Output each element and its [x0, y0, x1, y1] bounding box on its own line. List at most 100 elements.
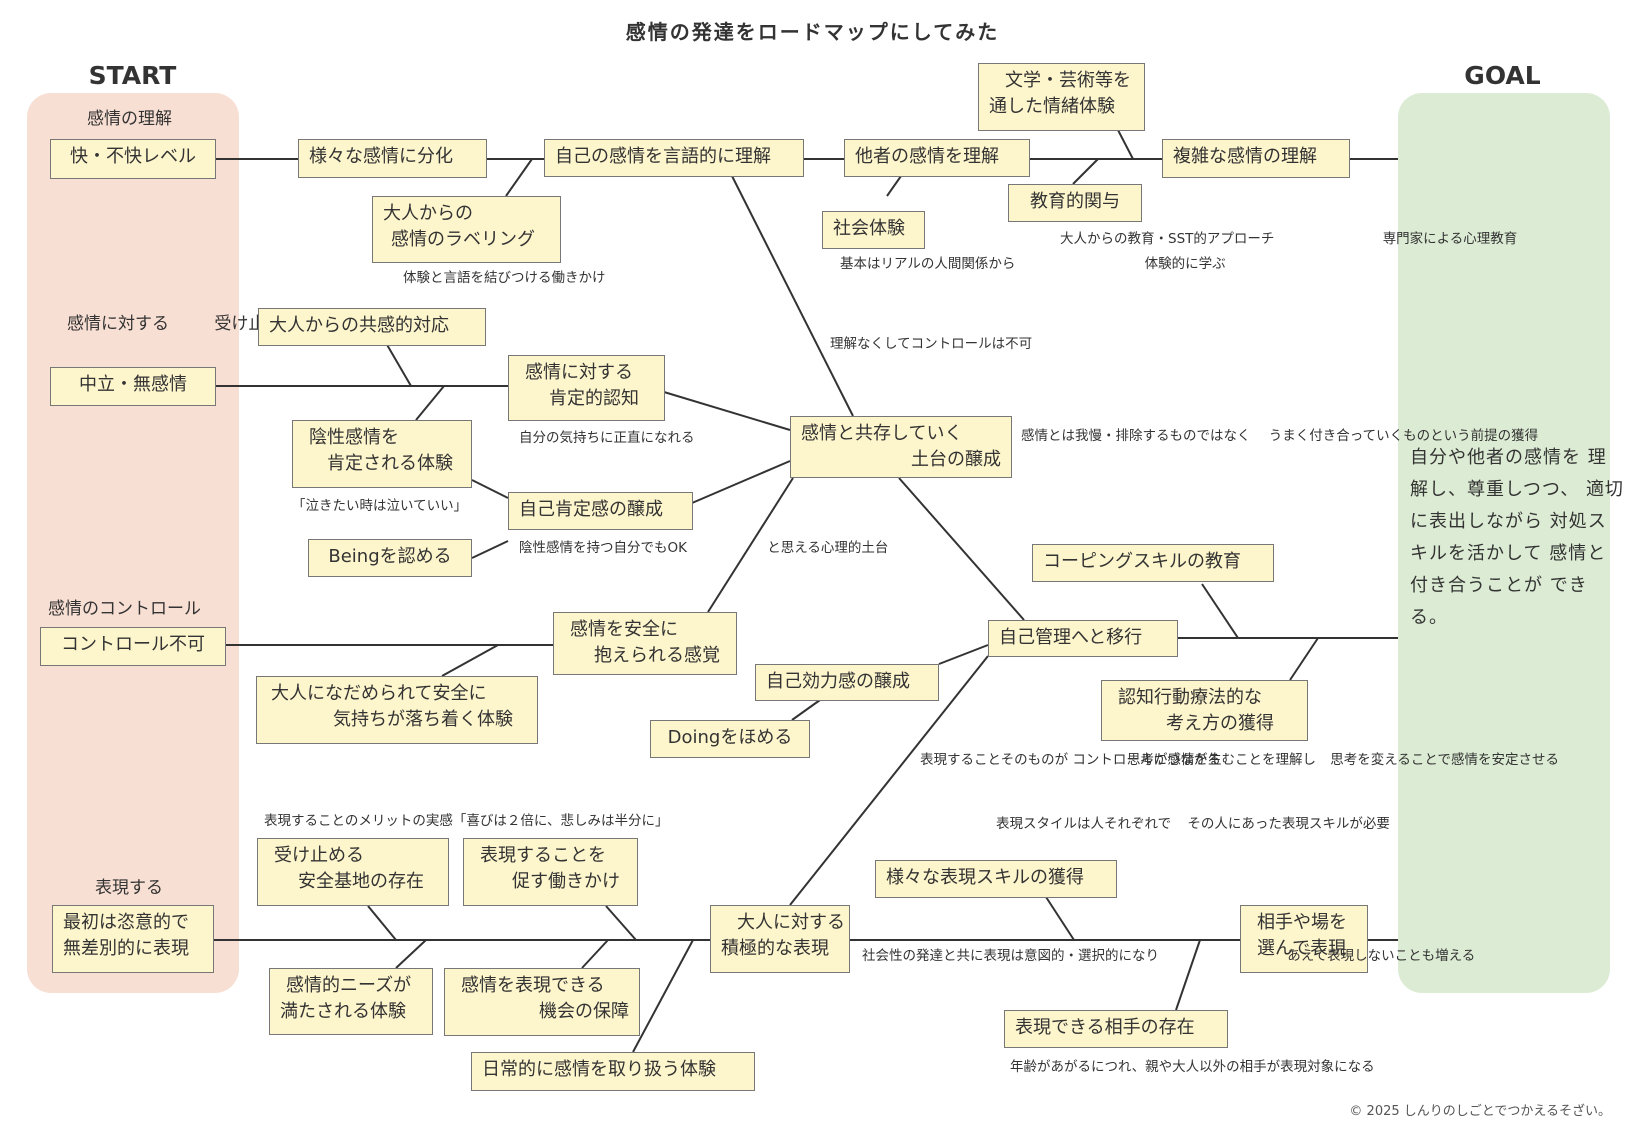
note-cbt-line2: 思考を変えることで感情を安定させる [1330, 752, 1559, 768]
box-hold-safely-line1: 感情を安全に [570, 619, 678, 640]
line-verbal-coexist [731, 175, 854, 417]
start-box-uncontrollable: コントロール不可 [40, 627, 226, 666]
box-doing: Doingをほめる [650, 720, 810, 758]
note-education-line1: 大人からの教育・SST的アプローチ [1060, 231, 1275, 247]
line-opportunity [581, 939, 609, 969]
box-soothed: 大人になだめられて安全に 気持ちが落ち着く体験 [256, 676, 538, 744]
note-social-line2: 体験的に学ぶ [1144, 256, 1226, 272]
box-differentiate: 様々な感情に分化 [298, 139, 487, 178]
line-selfmgmt-active [789, 655, 989, 906]
box-positive-recognition-line2: 肯定的認知 [549, 388, 639, 409]
box-labeling-line2: 感情のラベリング [391, 229, 535, 250]
box-cbt-line2: 考え方の獲得 [1166, 713, 1274, 734]
note-cbt-line1: 思考が感情を生むことを理解し [1127, 752, 1316, 768]
goal-label: GOAL [1464, 61, 1541, 90]
box-needs-met-line2: 満たされる体験 [280, 1001, 406, 1022]
goal-line-2: 理解し、尊重しつつ、 [1410, 447, 1607, 500]
box-negative-affirmed-line1: 陰性感情を [309, 427, 399, 448]
start-box-expression-line2: 無差別的に表現 [63, 938, 189, 959]
line-negative-selfaff [471, 479, 509, 499]
start-box-expression-line1: 最初は恣意的で [63, 912, 189, 933]
box-encourage: 表現することを 促す働きかけ [463, 838, 638, 906]
line-hold-coexist [707, 477, 794, 613]
note-education: 大人からの教育・SST的アプローチ 専門家による心理教育 [1060, 229, 1517, 249]
copyright: © 2025 しんりのしごとでつかえるそざい。 [1349, 1104, 1611, 1119]
line-cbt [1289, 637, 1319, 681]
box-hold-safely: 感情を安全に 抱えられる感覚 [553, 612, 737, 675]
box-literature: 文学・芸術等を 通した情緒体験 [978, 63, 1145, 131]
note-negative-ok: 陰性感情を持つ自分でもOK と思える心理的土台 [519, 538, 888, 558]
box-literature-line2: 通した情緒体験 [989, 96, 1115, 117]
line-daily [632, 939, 694, 1053]
note-education-line2: 専門家による心理教育 [1382, 231, 1518, 247]
box-cbt: 認知行動療法的な 考え方の獲得 [1101, 680, 1308, 741]
box-choose: 相手や場を 選んで表現 [1240, 905, 1368, 973]
box-verbal: 自己の感情を言語的に理解 [544, 139, 804, 177]
box-social: 社会体験 [822, 211, 925, 249]
box-soothed-line1: 大人になだめられて安全に [271, 683, 487, 704]
note-negative-ok-line1: 陰性感情を持つ自分でもOK [519, 540, 687, 556]
line-positive-coexist [663, 391, 791, 431]
box-active-expression: 大人に対する 積極的な表現 [710, 905, 850, 973]
note-labeling: 体験と言語を結びつける働きかけ [403, 270, 606, 286]
box-others: 他者の感情を理解 [844, 139, 1030, 177]
box-education: 教育的関与 [1008, 184, 1142, 222]
box-encourage-line2: 促す働きかけ [512, 871, 620, 892]
box-coexist: 感情と共存していく 土台の醸成 [790, 416, 1012, 478]
note-expr-control: 表現することそのものが コントロールにつながる [920, 750, 1221, 770]
line-receive-base [367, 905, 397, 941]
box-positive-recognition-line1: 感情に対する [525, 362, 633, 383]
line-negative [415, 385, 445, 421]
start-panel [27, 93, 239, 993]
box-partner: 表現できる相手の存在 [1004, 1010, 1228, 1048]
line-soothed [441, 644, 499, 677]
note-cbt: 思考が感情を生むことを理解し 思考を変えることで感情を安定させる [1127, 750, 1559, 770]
line-empathy [385, 342, 412, 387]
line-education [1072, 158, 1099, 185]
note-style-line2: その人にあった表現スキルが必要 [1187, 816, 1390, 832]
box-self-affirmation: 自己肯定感の醸成 [508, 492, 693, 530]
note-intentional-line2: あえて表現しないことも増える [1287, 948, 1476, 964]
box-active-expression-line2: 積極的な表現 [721, 938, 829, 959]
box-encourage-line1: 表現することを [480, 845, 606, 866]
box-active-expression-line1: 大人に対する [737, 912, 845, 933]
note-merit: 表現することのメリットの実感「喜びは２倍に、悲しみは半分に」 [264, 813, 669, 829]
box-hold-safely-line2: 抱えられる感覚 [594, 645, 720, 666]
box-coping: コーピングスキルの教育 [1032, 544, 1274, 582]
line-needs-met [395, 939, 427, 969]
box-negative-affirmed: 陰性感情を 肯定される体験 [292, 420, 472, 488]
box-choose-line2: 選んで表現 [1257, 938, 1347, 959]
box-positive-recognition: 感情に対する 肯定的認知 [508, 355, 665, 421]
line-efficacy [938, 644, 989, 665]
start-label: START [88, 61, 177, 90]
line-selfaff-coexist [691, 460, 791, 504]
line-doing [791, 699, 821, 721]
box-receive-base-line2: 安全基地の存在 [298, 871, 424, 892]
note-coexist-line2: うまく付き合っていくものという前提の獲得 [1268, 428, 1539, 444]
category-expression: 表現する [95, 878, 163, 898]
box-choose-line1: 相手や場を [1257, 912, 1347, 933]
box-receive-base: 受け止める 安全基地の存在 [257, 838, 449, 906]
note-social-line1: 基本はリアルの人間関係から [840, 256, 1016, 272]
goal-line-3: 適切に表出しながら [1410, 479, 1624, 532]
note-intentional: 社会性の発達と共に表現は意図的・選択的になり あえて表現しないことも増える [862, 946, 1475, 966]
box-skills: 様々な表現スキルの獲得 [875, 860, 1117, 898]
goal-line-5: 感情と付き合うことが [1410, 543, 1607, 596]
start-box-expression: 最初は恣意的で 無差別的に表現 [52, 905, 214, 973]
box-being: Beingを認める [308, 539, 472, 577]
note-social: 基本はリアルの人間関係から 体験的に学ぶ [840, 254, 1226, 274]
line-being-selfaff [471, 540, 509, 559]
box-self-management: 自己管理へと移行 [988, 620, 1178, 657]
line-skills [1045, 896, 1075, 941]
category-control: 感情のコントロール [48, 599, 201, 619]
line-partner [1175, 939, 1201, 1011]
goal-line-4: 対処スキルを活かして [1410, 511, 1607, 564]
goal-line-1: 自分や他者の感情を [1410, 447, 1581, 468]
box-labeling-line1: 大人からの [383, 203, 473, 224]
note-style-line1: 表現スタイルは人それぞれで [996, 816, 1172, 832]
note-expr-control-line2: コントロールにつながる [1072, 752, 1221, 768]
note-intentional-line1: 社会性の発達と共に表現は意図的・選択的になり [862, 948, 1159, 964]
box-soothed-line2: 気持ちが落ち着く体験 [333, 709, 513, 730]
box-opportunity: 感情を表現できる 機会の保障 [444, 968, 640, 1036]
